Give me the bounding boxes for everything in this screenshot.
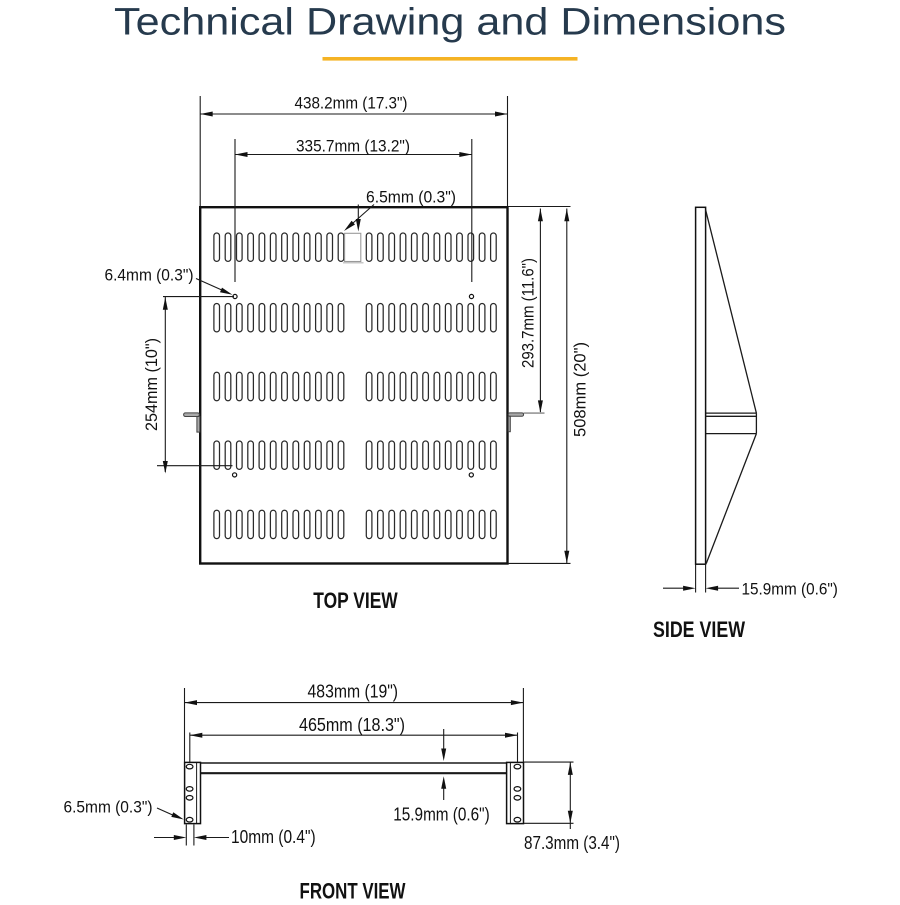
svg-text:SIDE VIEW: SIDE VIEW <box>653 617 745 642</box>
svg-text:TOP VIEW: TOP VIEW <box>313 588 398 613</box>
svg-text:483mm (19"): 483mm (19") <box>308 681 399 701</box>
svg-text:508mm (20"): 508mm (20") <box>571 342 590 437</box>
svg-text:6.4mm (0.3"): 6.4mm (0.3") <box>105 266 194 285</box>
svg-text:293.7mm (11.6"): 293.7mm (11.6") <box>519 258 538 368</box>
svg-text:335.7mm (13.2"): 335.7mm (13.2") <box>296 137 410 156</box>
svg-text:87.3mm (3.4"): 87.3mm (3.4") <box>524 833 620 853</box>
svg-text:465mm (18.3"): 465mm (18.3") <box>299 715 405 735</box>
svg-text:15.9mm (0.6"): 15.9mm (0.6") <box>742 580 838 599</box>
svg-text:6.5mm (0.3"): 6.5mm (0.3") <box>64 798 153 817</box>
svg-text:Technical Drawing and Dimensio: Technical Drawing and Dimensions <box>114 2 786 44</box>
svg-text:6.5mm (0.3"): 6.5mm (0.3") <box>366 188 456 207</box>
svg-text:10mm (0.4"): 10mm (0.4") <box>231 827 316 847</box>
svg-text:FRONT VIEW: FRONT VIEW <box>300 878 406 900</box>
svg-text:438.2mm (17.3"): 438.2mm (17.3") <box>295 94 408 113</box>
svg-text:15.9mm (0.6"): 15.9mm (0.6") <box>393 804 489 824</box>
svg-text:254mm (10"): 254mm (10") <box>142 338 161 431</box>
